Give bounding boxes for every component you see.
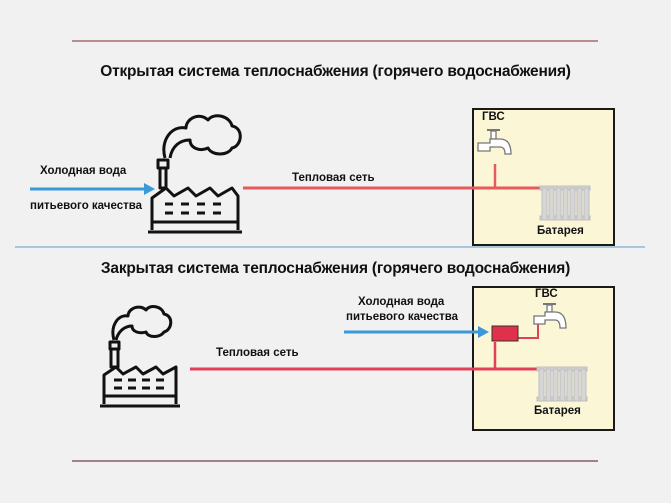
open-radiator-label: Батарея bbox=[537, 225, 584, 237]
open-faucet-icon bbox=[477, 129, 512, 155]
closed-faucet-icon bbox=[533, 303, 567, 329]
open-cold-water-arrow bbox=[30, 183, 155, 195]
closed-radiator-label: Батарея bbox=[534, 405, 581, 417]
closed-factory-icon bbox=[100, 305, 180, 408]
open-cold-water-label-1: Холодная вода bbox=[40, 165, 127, 177]
closed-dhw-label: ГВС bbox=[535, 288, 558, 300]
closed-heat-pipe bbox=[190, 324, 539, 371]
open-factory-icon bbox=[148, 114, 242, 234]
bottom-rule bbox=[72, 460, 598, 462]
closed-heat-network-label: Тепловая сеть bbox=[216, 347, 299, 359]
closed-radiator-icon bbox=[536, 366, 588, 402]
closed-system-title: Закрытая система теплоснабжения (горячег… bbox=[100, 260, 571, 277]
open-dhw-label: ГВС bbox=[482, 111, 505, 123]
closed-building bbox=[472, 286, 615, 431]
open-cold-water-label-2: питьевого качества bbox=[30, 200, 143, 212]
open-heat-network-label: Тепловая сеть bbox=[292, 172, 375, 184]
closed-cold-water-label-2: питьевого качества bbox=[346, 311, 459, 323]
open-system-title: Открытая система теплоснабжения (горячег… bbox=[100, 63, 571, 80]
open-heat-pipe bbox=[243, 164, 540, 190]
section-divider bbox=[15, 246, 645, 248]
closed-cold-water-arrow bbox=[344, 326, 489, 338]
open-radiator-icon bbox=[539, 185, 591, 221]
closed-cold-water-label-1: Холодная вода bbox=[358, 296, 445, 308]
top-rule bbox=[72, 40, 598, 42]
heat-exchanger bbox=[491, 325, 519, 342]
